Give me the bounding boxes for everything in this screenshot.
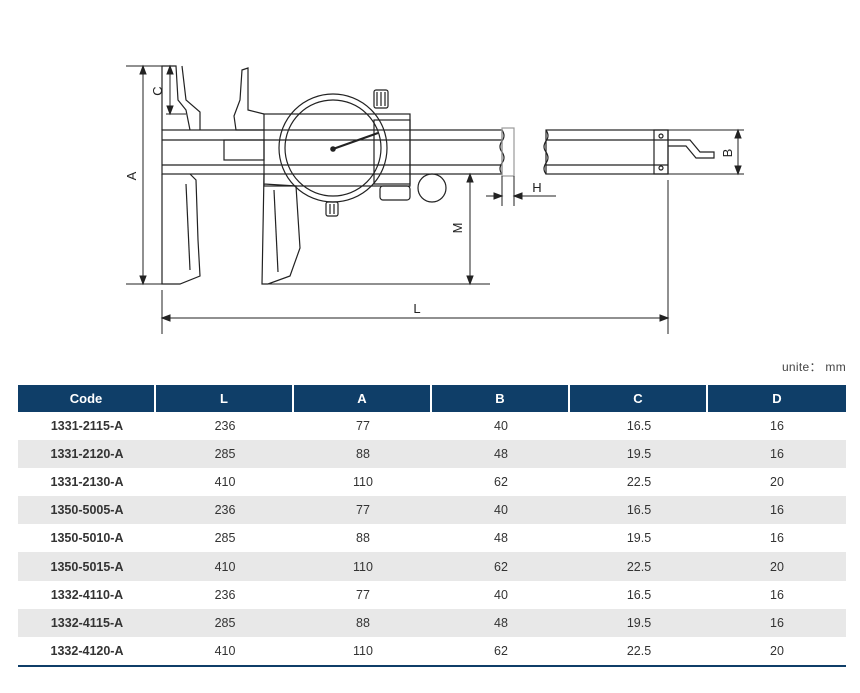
table-row: 1332-4120-A 410 110 62 22.5 20 [18, 637, 846, 667]
cell-b: 48 [494, 531, 508, 546]
cell-code: 1331-2130-A [50, 475, 124, 490]
dim-label-a: A [124, 171, 139, 180]
cell-l: 236 [214, 419, 236, 434]
dial-face [278, 93, 388, 203]
cell-code: 1332-4110-A [50, 587, 124, 602]
cell-a: 88 [294, 608, 432, 637]
cell-b: 48 [432, 608, 570, 637]
table-row: 1350-5005-A 236 77 40 16.5 16 [18, 496, 846, 525]
cell-b: 40 [432, 496, 570, 525]
table-header-row: Code L A B C D [18, 385, 846, 412]
cell-a: 110 [294, 637, 432, 667]
cell-code: 1331-2120-A [18, 440, 156, 469]
table-row: 1332-4110-A 236 77 40 16.5 16 [18, 581, 846, 609]
cell-d: 16 [708, 608, 846, 637]
cell-a: 77 [356, 587, 370, 602]
cell-c: 16.5 [626, 587, 652, 602]
cell-l: 285 [156, 608, 294, 637]
unit-note: unite： mm [781, 360, 846, 374]
dim-label-m: M [450, 223, 465, 234]
cell-a: 77 [294, 496, 432, 525]
dim-label-c: C [150, 86, 165, 95]
cell-d: 16 [770, 531, 784, 546]
cell-l: 285 [156, 440, 294, 469]
cell-b: 62 [432, 637, 570, 667]
table-row: 1331-2115-A 236 77 40 16.5 16 [18, 412, 846, 440]
cell-d: 20 [708, 637, 846, 667]
cell-code: 1332-4115-A [18, 608, 156, 637]
table-row: 1332-4115-A 285 88 48 19.5 16 [18, 608, 846, 637]
cell-b: 62 [494, 475, 508, 490]
caliper-beam-right [545, 129, 669, 175]
fixed-jaw [161, 65, 191, 131]
cell-b: 40 [494, 419, 508, 434]
cell-code: 1331-2115-A [50, 419, 124, 434]
header-b: B [432, 385, 570, 412]
cell-c: 22.5 [570, 637, 708, 667]
cell-d: 16 [708, 496, 846, 525]
cell-d: 16 [770, 419, 784, 434]
cell-d: 20 [708, 552, 846, 581]
cell-a: 110 [294, 552, 432, 581]
cell-code: 1350-5005-A [18, 496, 156, 525]
cell-c: 16.5 [626, 419, 652, 434]
cell-c: 16.5 [570, 496, 708, 525]
cell-c: 19.5 [570, 608, 708, 637]
cell-l: 410 [156, 637, 294, 667]
cell-l: 410 [214, 475, 236, 490]
cell-d: 16 [770, 587, 784, 602]
cell-l: 236 [214, 587, 236, 602]
header-l: L [156, 385, 294, 412]
cell-l: 410 [156, 552, 294, 581]
cell-a: 88 [356, 531, 370, 546]
cell-l: 236 [156, 496, 294, 525]
header-c: C [570, 385, 708, 412]
header-a: A [294, 385, 432, 412]
cell-b: 40 [494, 587, 508, 602]
table-row: 1350-5010-A 285 88 48 19.5 16 [18, 524, 846, 552]
cell-code: 1350-5015-A [18, 552, 156, 581]
table-row: 1331-2120-A 285 88 48 19.5 16 [18, 440, 846, 469]
cell-a: 88 [294, 440, 432, 469]
header-d: D [708, 385, 846, 412]
cell-code: 1350-5010-A [50, 531, 124, 546]
cell-a: 110 [353, 475, 373, 490]
cell-c: 22.5 [626, 475, 652, 490]
cell-a: 77 [356, 419, 370, 434]
cell-b: 48 [432, 440, 570, 469]
dial-needle [332, 132, 379, 150]
dim-label-b: B [720, 149, 735, 158]
table-row: 1331-2130-A 410 110 62 22.5 20 [18, 468, 846, 496]
cell-d: 20 [770, 475, 784, 490]
caliper-beam-left [161, 129, 503, 175]
cell-l: 285 [214, 531, 236, 546]
cell-c: 19.5 [570, 440, 708, 469]
spec-table: Code L A B C D 1331-2115-A 236 77 40 16.… [18, 385, 846, 667]
cell-c: 22.5 [570, 552, 708, 581]
cell-code: 1332-4120-A [18, 637, 156, 667]
cell-d: 16 [708, 440, 846, 469]
dim-label-h: H [532, 180, 541, 195]
dim-label-l: L [413, 301, 420, 316]
dial-caliper-drawing: A C M H B L [124, 64, 744, 334]
cell-b: 62 [432, 552, 570, 581]
header-code: Code [18, 385, 156, 412]
sliding-jaw [233, 67, 265, 131]
thumb-roller [417, 173, 447, 203]
cell-c: 19.5 [626, 531, 652, 546]
table-row: 1350-5015-A 410 110 62 22.5 20 [18, 552, 846, 581]
